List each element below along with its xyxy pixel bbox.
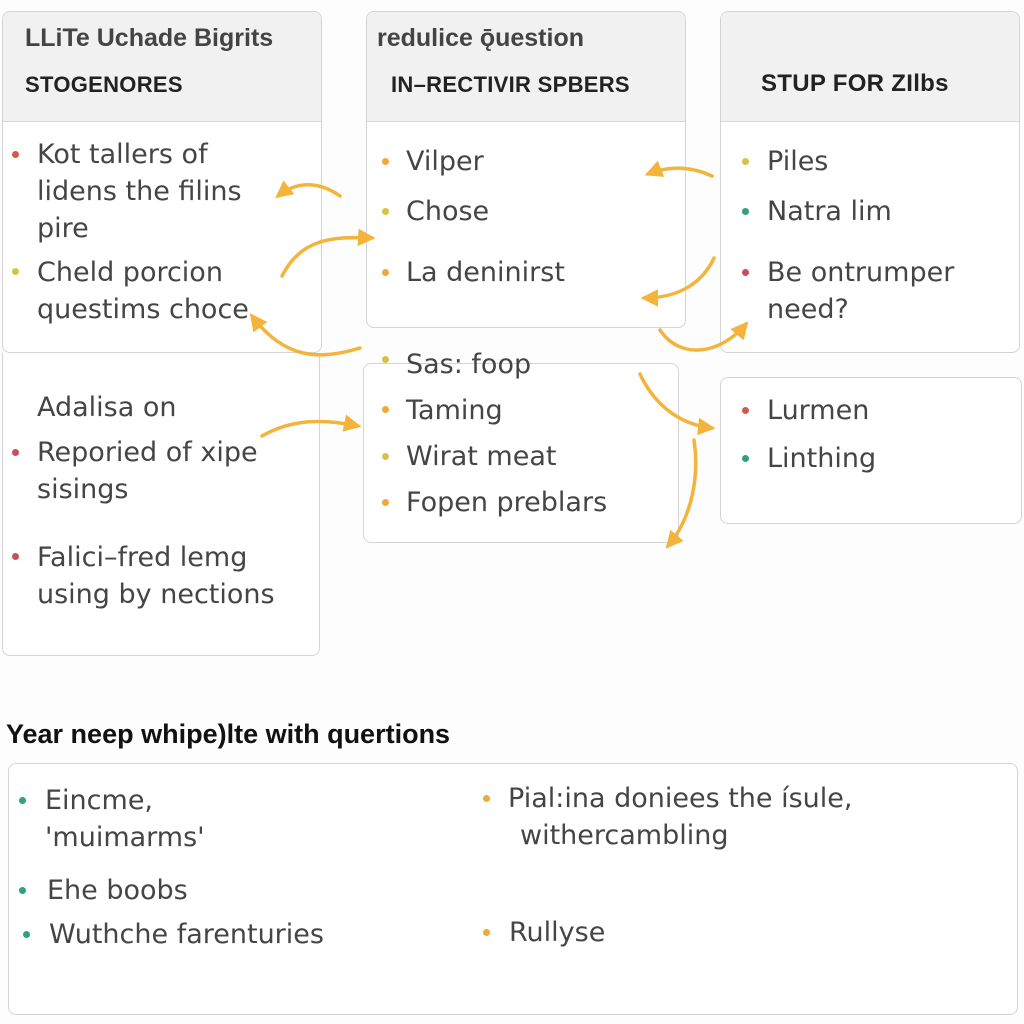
list-item: Be ontrumper need? (767, 257, 955, 325)
list-item: Piles (767, 146, 829, 177)
list-item: La deninirst (406, 257, 565, 288)
box-middle-lower: Sas: foop Taming Wirat meat Fopen prebla… (363, 349, 679, 543)
list-item: Falici–fred lemg using by nections (37, 542, 275, 610)
list-item: Vilper (406, 146, 484, 177)
bullet-icon (742, 455, 749, 462)
box-top-right-header: STUP FOR ZIlbs (721, 12, 1019, 122)
list-item: Fopen preblars (406, 487, 608, 518)
section-heading: Year neep whipe)lte with quertions (6, 719, 451, 749)
box-left-lower: Adalisa on Reporied of xipe sisings Fali… (2, 353, 320, 656)
bullet-icon (12, 553, 19, 560)
bullet-icon (19, 887, 26, 894)
list-item: Taming (406, 395, 503, 426)
bullet-icon (483, 795, 490, 802)
bullet-icon (382, 208, 389, 215)
list-item: Eincme, 'muimarms' (45, 785, 205, 853)
box-top-left-header: LLiTe Uchade Bigrits STOGENORES (3, 12, 321, 122)
bullet-icon (382, 269, 389, 276)
list-item: Wirat meat (406, 441, 557, 472)
bullet-icon (742, 407, 749, 414)
bullet-icon (742, 158, 749, 165)
box-top-right-title: STUP FOR ZIlbs (761, 70, 949, 97)
list-item: Kot tallers of lidens the filins pire (37, 139, 242, 244)
list-item: Sas: foop (406, 349, 532, 380)
box-top-right: STUP FOR ZIlbs Piles Natra lim Be ontrum… (720, 11, 1020, 353)
bullet-icon (382, 406, 389, 413)
bullet-icon (12, 268, 19, 275)
list-item: Cheld porcion questims choce (37, 257, 249, 325)
list-item: Reporied of xipe sisings (37, 437, 258, 505)
box-top-middle-title: IN–RECTIVIR SPBERS (391, 72, 630, 97)
box-top-left-subtitle: LLiTe Uchade Bigrits (25, 24, 274, 52)
list-item: Wuthche farenturies (49, 919, 324, 950)
box-bottom: Eincme, 'muimarms' Ehe boobs Wuthche far… (8, 763, 1018, 1015)
list-item: Adalisa on (37, 392, 177, 423)
box-top-left-title: STOGENORES (25, 72, 183, 97)
box-top-middle-subtitle: redulice ǭuestion (377, 24, 584, 52)
bullet-icon (382, 158, 389, 165)
bullet-icon (23, 931, 30, 938)
box-top-middle: redulice ǭuestion IN–RECTIVIR SPBERS Vil… (366, 11, 686, 328)
bullet-icon (12, 449, 19, 456)
bullet-icon (382, 499, 389, 506)
bullet-icon (483, 929, 490, 936)
list-item: Lurmen (767, 395, 870, 426)
bullet-icon (742, 208, 749, 215)
bullet-icon (382, 453, 389, 460)
list-item: Pial:ina doniees the ísule, withercambli… (508, 783, 853, 851)
list-item: Rullyse (509, 917, 606, 948)
bullet-icon (19, 797, 26, 804)
box-right-lower: Lurmen Linthing (720, 377, 1022, 524)
bullet-icon (742, 269, 749, 276)
box-top-left: LLiTe Uchade Bigrits STOGENORES Kot tall… (2, 11, 322, 353)
box-top-middle-header: redulice ǭuestion IN–RECTIVIR SPBERS (367, 12, 685, 122)
list-item: Natra lim (767, 196, 892, 227)
list-item: Chose (406, 196, 490, 227)
list-item: Ehe boobs (47, 875, 188, 906)
list-item: Linthing (767, 443, 877, 474)
bullet-icon (12, 151, 19, 158)
bullet-icon (382, 356, 389, 363)
